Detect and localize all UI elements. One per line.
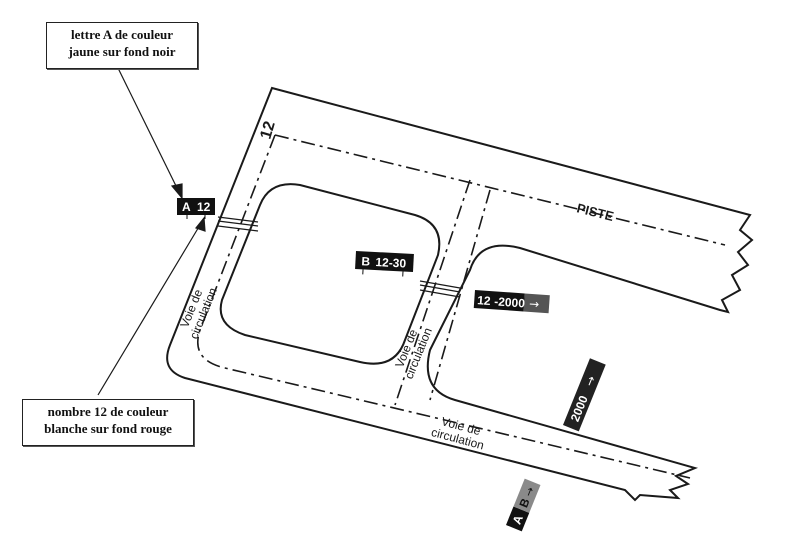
sign-12-2000: 12 -2000 → (473, 290, 550, 314)
sign-122000-arrow: → (529, 297, 540, 312)
callout-number-12-line1: nombre 12 de couleur (47, 404, 169, 419)
sign-a12-location: A (182, 200, 191, 214)
sign-b1230-location: B (361, 254, 371, 268)
holding-marking-b (419, 280, 461, 298)
leader-line-top (117, 67, 179, 191)
holding-marking-a (217, 216, 259, 232)
island-left (219, 183, 441, 365)
sign-b1230-runway: 12-30 (375, 255, 407, 271)
arrowhead-bottom (194, 216, 206, 232)
leader-line-bottom (97, 224, 201, 396)
taxiway-right-edge-dash (429, 189, 491, 401)
callout-letter-a-line1: lettre A de couleur (71, 27, 173, 42)
callout-letter-a-line2: jaune sur fond noir (68, 44, 176, 59)
sign-2000: 2000 → (563, 358, 606, 432)
sign-b1230: B 12-30 (355, 251, 414, 277)
sign-122000-runway: 12 (477, 293, 492, 308)
sign-ab-arrow: → (522, 485, 538, 498)
sign-ab: A B → (506, 478, 541, 532)
sign-a12: A 12 (177, 198, 215, 219)
sign-2000-arrow: → (582, 374, 599, 389)
arrowhead-top (170, 183, 183, 200)
taxiway-left-centerline (197, 134, 691, 479)
sign-122000-distance: -2000 (494, 294, 526, 310)
callout-letter-a: lettre A de couleur jaune sur fond noir (46, 22, 198, 69)
callout-number-12-line2: blanche sur fond rouge (44, 421, 172, 436)
runway-centerline (274, 134, 726, 246)
sign-a12-runway: 12 (197, 200, 211, 214)
callout-number-12: nombre 12 de couleur blanche sur fond ro… (22, 399, 194, 446)
runway-designator: 12 (258, 119, 279, 141)
